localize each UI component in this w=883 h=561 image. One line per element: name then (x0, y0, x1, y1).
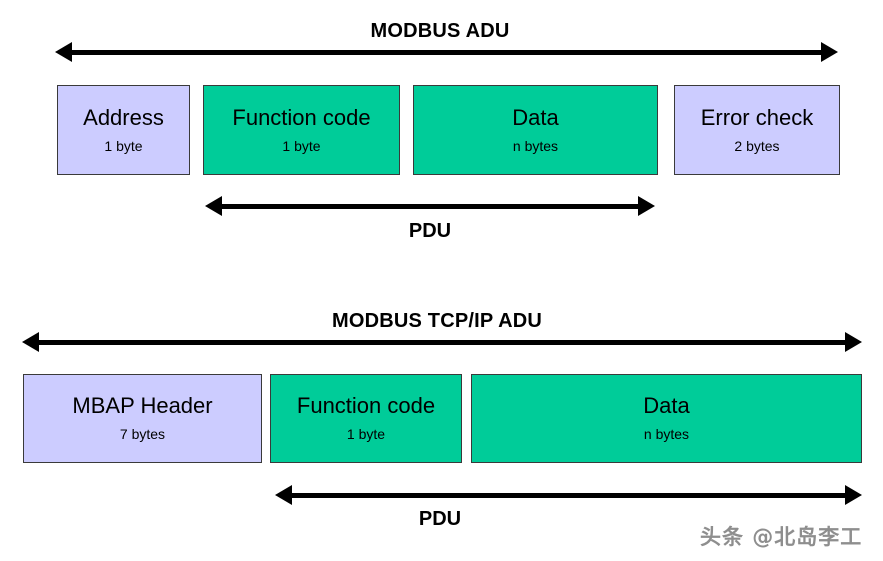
arrow-head-left-icon (22, 332, 39, 352)
arrow-line (222, 203, 638, 209)
modbus-adu-pdu-label: PDU (408, 220, 452, 242)
field-title: MBAP Header (72, 393, 213, 419)
modbus-adu-title: MODBUS ADU (370, 20, 510, 42)
field-title: Function code (296, 393, 436, 419)
field-title: Address (83, 104, 164, 130)
field-box-data: Data n bytes (413, 85, 658, 175)
arrow-head-right-icon (845, 485, 862, 505)
arrow-line (72, 49, 821, 55)
field-title: Data (512, 104, 559, 130)
field-box-mbap-header: MBAP Header 7 bytes (23, 374, 262, 463)
modbus-tcpip-pdu-label: PDU (418, 508, 462, 530)
arrow-head-left-icon (275, 485, 292, 505)
field-size: 1 byte (282, 137, 321, 154)
modbus-adu-span-arrow (55, 42, 838, 62)
arrow-head-left-icon (55, 42, 72, 62)
field-size: 1 byte (346, 426, 386, 443)
field-box-function-code-tcpip: Function code 1 byte (270, 374, 462, 463)
modbus-adu-pdu-arrow (205, 196, 655, 216)
field-title: Data (643, 393, 690, 419)
field-box-error-check: Error check 2 bytes (674, 85, 840, 175)
arrow-head-left-icon (205, 196, 222, 216)
watermark-text: 头条 @北岛李工 (700, 525, 863, 549)
arrow-line (292, 492, 845, 498)
field-size: 1 byte (104, 137, 143, 154)
modbus-tcpip-pdu-arrow (275, 485, 862, 505)
field-title: Function code (232, 104, 371, 130)
modbus-tcpip-adu-title: MODBUS TCP/IP ADU (331, 310, 543, 332)
arrow-head-right-icon (845, 332, 862, 352)
field-size: n bytes (512, 137, 559, 154)
field-box-address: Address 1 byte (57, 85, 190, 175)
arrow-line (39, 339, 845, 345)
field-box-data-tcpip: Data n bytes (471, 374, 862, 463)
field-box-function-code: Function code 1 byte (203, 85, 400, 175)
arrow-head-right-icon (638, 196, 655, 216)
modbus-tcpip-adu-span-arrow (22, 332, 862, 352)
field-title: Error check (700, 104, 814, 130)
field-size: 7 bytes (119, 426, 166, 443)
field-size: 2 bytes (734, 137, 780, 154)
arrow-head-right-icon (821, 42, 838, 62)
field-size: n bytes (643, 426, 690, 443)
